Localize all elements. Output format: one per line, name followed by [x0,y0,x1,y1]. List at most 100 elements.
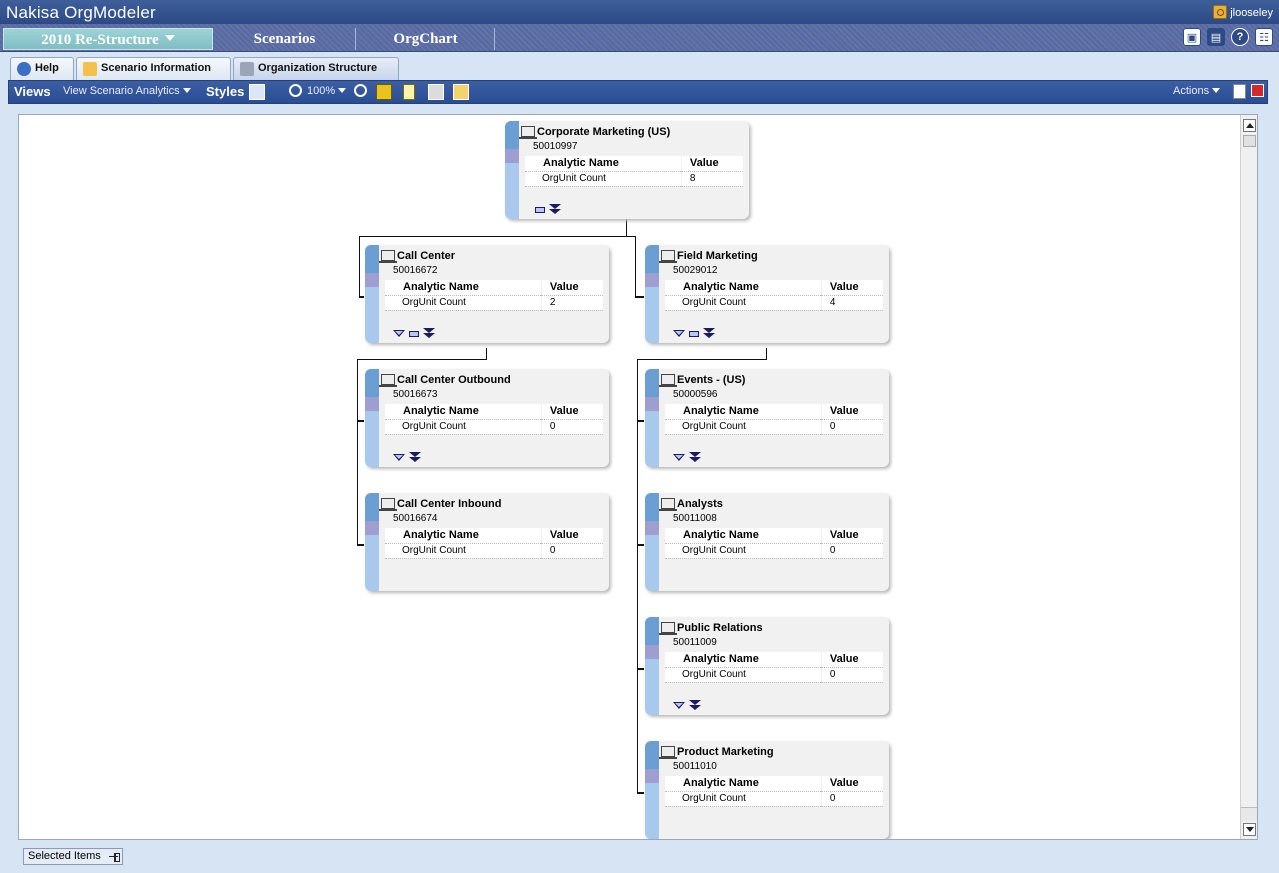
value-header: Value [681,156,743,172]
org-unit-title[interactable]: Field Marketing [677,250,758,262]
user-menu[interactable]: jlooseley [1213,5,1273,19]
tab-organization-structure-label: Organization Structure [258,62,378,74]
collapse-icon[interactable] [409,330,419,337]
org-unit-id: 50016674 [393,513,438,524]
org-chart-canvas[interactable]: Corporate Marketing (US) 50010997 Analyt… [18,114,1258,840]
sub-tabs: Help Scenario Information Organization S… [0,53,1279,80]
card-controls [673,452,701,463]
value-header: Value [821,404,883,420]
org-unit-icon [379,250,397,263]
tab-help[interactable]: Help [10,57,74,80]
org-unit-title[interactable]: Corporate Marketing (US) [537,126,671,138]
views-label[interactable]: Views [14,84,51,99]
org-unit-title[interactable]: Events - (US) [677,374,746,386]
org-unit-title[interactable]: Analysts [677,498,723,510]
list-icon[interactable] [1233,84,1246,99]
print-icon[interactable] [428,84,444,100]
org-unit-title[interactable]: Call Center Outbound [397,374,511,386]
expand-all-icon[interactable] [703,328,715,339]
analytic-value-cell: 4 [821,295,883,311]
zoom-out-icon[interactable] [289,84,302,97]
zoom-in-icon[interactable] [354,84,367,97]
zoom-select[interactable]: 100% [307,85,347,97]
hierarchy-icon[interactable] [453,84,469,100]
scroll-track[interactable] [1241,807,1257,821]
analytic-value-cell: 0 [821,791,883,807]
tab-organization-structure[interactable]: Organization Structure [233,57,399,80]
help-icon[interactable]: ? [1231,28,1249,46]
windows-icon[interactable]: ▣ [1183,28,1201,46]
org-unit-icon [379,374,397,387]
analytic-value-cell: 0 [541,419,603,435]
selected-items-label: Selected Items [28,850,101,862]
selected-items-tab[interactable]: Selected Items [23,848,123,865]
org-unit-icon [659,498,677,511]
nav-tab-scenario[interactable]: 2010 Re-Structure [3,28,213,50]
org-unit-title[interactable]: Call Center [397,250,456,262]
nav-tab-scenario-label: 2010 Re-Structure [41,32,159,48]
org-unit-id: 50000596 [673,389,718,400]
scroll-up-arrow-icon[interactable] [1243,119,1256,132]
analytic-name-header: Analytic Name [665,652,821,668]
org-unit-id: 50010997 [533,141,578,152]
book-icon[interactable]: ▤ [1207,28,1225,46]
analytic-name-cell: OrgUnit Count [385,543,541,559]
expand-icon[interactable] [393,454,405,461]
expand-icon[interactable] [673,454,685,461]
close-icon[interactable] [1251,84,1264,97]
scroll-thumb[interactable] [1243,135,1256,147]
connector-line [359,236,636,237]
analytic-name-header: Analytic Name [665,776,821,792]
org-unit-title[interactable]: Product Marketing [677,746,774,758]
sigma-icon[interactable] [376,84,392,100]
expand-all-icon[interactable] [689,452,701,463]
card-strip [645,741,659,839]
card-strip [645,369,659,467]
analytic-value-cell: 0 [821,543,883,559]
tab-help-label: Help [35,62,59,74]
org-layout-icon[interactable] [249,84,265,100]
connector-line [626,219,627,236]
actions-menu[interactable]: Actions [1173,85,1221,97]
view-scenario-analytics-menu[interactable]: View Scenario Analytics [63,85,191,97]
value-header: Value [541,404,603,420]
collapse-icon[interactable] [689,330,699,337]
styles-label[interactable]: Styles [206,84,245,99]
nav-tab-scenarios[interactable]: Scenarios [214,28,356,50]
org-unit-title[interactable]: Call Center Inbound [397,498,502,510]
document-icon[interactable] [403,84,415,100]
expand-icon[interactable] [673,702,685,709]
expand-all-icon[interactable] [409,452,421,463]
org-unit-card[interactable]: Call Center Inbound 50016674 Analytic Na… [365,493,609,591]
org-unit-id: 50011009 [673,637,717,648]
org-unit-card[interactable]: Call Center Outbound 50016673 Analytic N… [365,369,609,467]
value-header: Value [821,652,883,668]
tab-scenario-information[interactable]: Scenario Information [76,57,231,80]
vertical-scrollbar[interactable] [1240,115,1257,839]
scroll-down-arrow-icon[interactable] [1243,823,1256,836]
org-unit-icon [379,498,397,511]
org-unit-id: 50011008 [673,513,717,524]
card-controls [393,452,421,463]
layout-icon[interactable]: ☷ [1255,28,1273,46]
org-unit-card[interactable]: Product Marketing 50011010 Analytic Name… [645,741,889,839]
expand-all-icon[interactable] [423,328,435,339]
expand-all-icon[interactable] [549,204,561,215]
nav-tab-orgchart[interactable]: OrgChart [357,28,495,50]
expand-icon[interactable] [673,330,685,337]
collapse-icon[interactable] [535,206,545,213]
expand-all-icon[interactable] [689,700,701,711]
pin-icon[interactable] [109,852,120,862]
expand-icon[interactable] [393,330,405,337]
org-unit-card[interactable]: Corporate Marketing (US) 50010997 Analyt… [505,121,749,219]
org-unit-title[interactable]: Public Relations [677,622,763,634]
analytic-name-header: Analytic Name [525,156,681,172]
card-strip [645,617,659,715]
